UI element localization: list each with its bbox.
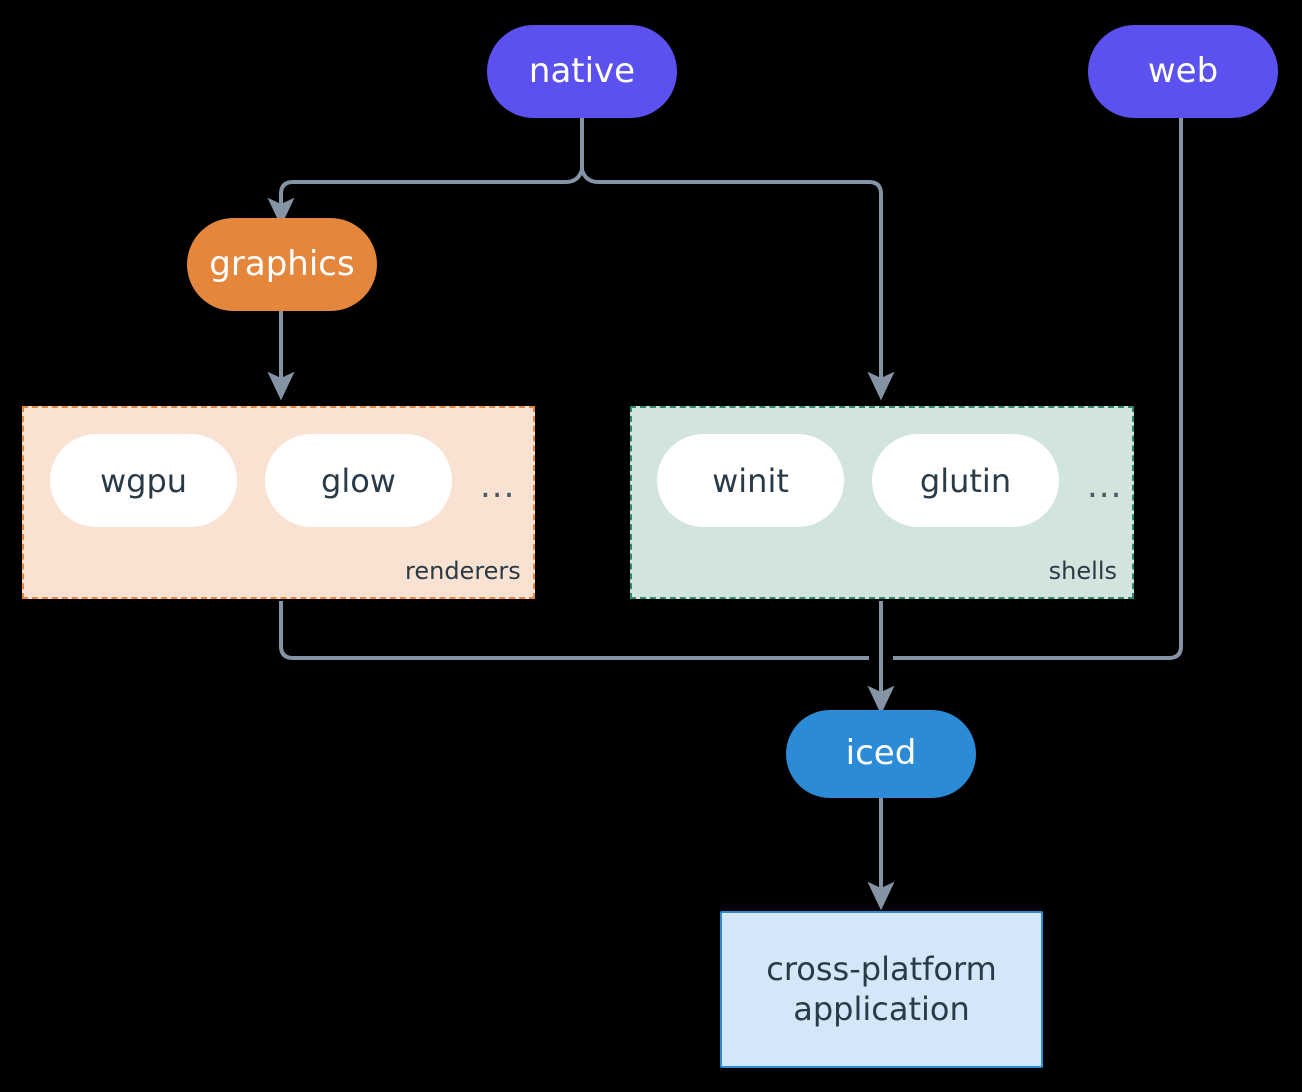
node-native-label: native [528, 50, 636, 91]
node-iced-label: iced [845, 733, 917, 774]
node-graphics[interactable]: graphics [187, 218, 377, 311]
leaf-winit-label: winit [712, 461, 789, 500]
node-application-line2: application [793, 989, 970, 1028]
leaf-wgpu-label: wgpu [99, 461, 188, 500]
group-renderers-label: renderers [405, 557, 521, 585]
leaf-glow[interactable]: glow [265, 434, 452, 527]
edge-native-to-graphics [267, 169, 584, 227]
node-graphics-label: graphics [209, 243, 355, 284]
group-shells-label: shells [1048, 557, 1117, 585]
edge-renderers-to-iced [279, 601, 869, 660]
renderers-ellipsis: ... [480, 466, 516, 506]
leaf-glutin-label: glutin [919, 461, 1012, 500]
node-web-label: web [1147, 50, 1219, 91]
node-web[interactable]: web [1088, 25, 1278, 118]
leaf-glow-label: glow [321, 461, 396, 500]
leaf-wgpu[interactable]: wgpu [50, 434, 237, 527]
edge-web-to-iced [893, 118, 1183, 660]
leaf-winit[interactable]: winit [657, 434, 844, 527]
leaf-glutin[interactable]: glutin [872, 434, 1059, 527]
edge-native-to-shells [580, 169, 895, 401]
shells-ellipsis: ... [1087, 466, 1123, 506]
node-application-line1: cross-platform [766, 950, 997, 989]
node-native[interactable]: native [487, 25, 677, 118]
node-application[interactable]: cross-platform application [720, 911, 1043, 1068]
node-iced[interactable]: iced [786, 710, 976, 798]
